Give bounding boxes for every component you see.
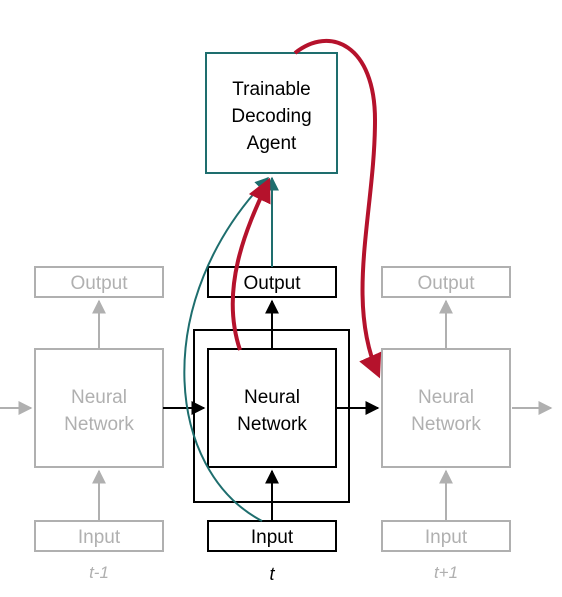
- agent-label-line-3: Agent: [247, 133, 297, 154]
- agent-label-line-1: Trainable: [232, 79, 311, 100]
- tick-label-t-minus-1: t-1: [89, 563, 109, 582]
- network-label-line-2-t-minus-1: Network: [64, 414, 134, 435]
- output-box-t: [207, 266, 337, 298]
- output-box-t-minus-1: [34, 266, 164, 298]
- agent-label-line-2: Decoding: [231, 106, 311, 127]
- neural-network-box-t: [207, 348, 337, 468]
- output-label-t-minus-1: Output: [70, 273, 128, 294]
- timestep-t: Output Neural Network Input t: [163, 266, 380, 584]
- arrow-hidden-state-to-agent: [230, 177, 271, 351]
- network-label-line-1-t: Neural: [244, 387, 300, 408]
- network-label-line-2-t-plus-1: Network: [411, 414, 481, 435]
- input-box-t: [207, 520, 337, 552]
- output-box-t-plus-1: [381, 266, 511, 298]
- input-label-t: Input: [251, 527, 294, 548]
- tick-label-t-plus-1: t+1: [434, 563, 458, 582]
- tick-label-t: t: [269, 564, 275, 584]
- neural-network-box-t-minus-1: [34, 348, 164, 468]
- network-label-line-2-t: Network: [237, 414, 307, 435]
- timestep-t-plus-1: Output Neural Network Input t+1: [381, 266, 553, 582]
- arrow-input-to-agent: [183, 176, 269, 522]
- output-label-t-plus-1: Output: [417, 273, 475, 294]
- input-label-t-minus-1: Input: [78, 527, 121, 548]
- timestep-t-minus-1: Output Neural Network Input t-1: [0, 266, 164, 582]
- network-label-line-1-t-plus-1: Neural: [418, 387, 474, 408]
- network-label-line-1-t-minus-1: Neural: [71, 387, 127, 408]
- arrow-agent-to-next-state: [293, 38, 382, 379]
- trainable-decoding-agent: Trainable Decoding Agent: [205, 52, 338, 174]
- input-label-t-plus-1: Input: [425, 527, 468, 548]
- output-label-t: Output: [243, 273, 301, 294]
- neural-network-box-t-plus-1: [381, 348, 511, 468]
